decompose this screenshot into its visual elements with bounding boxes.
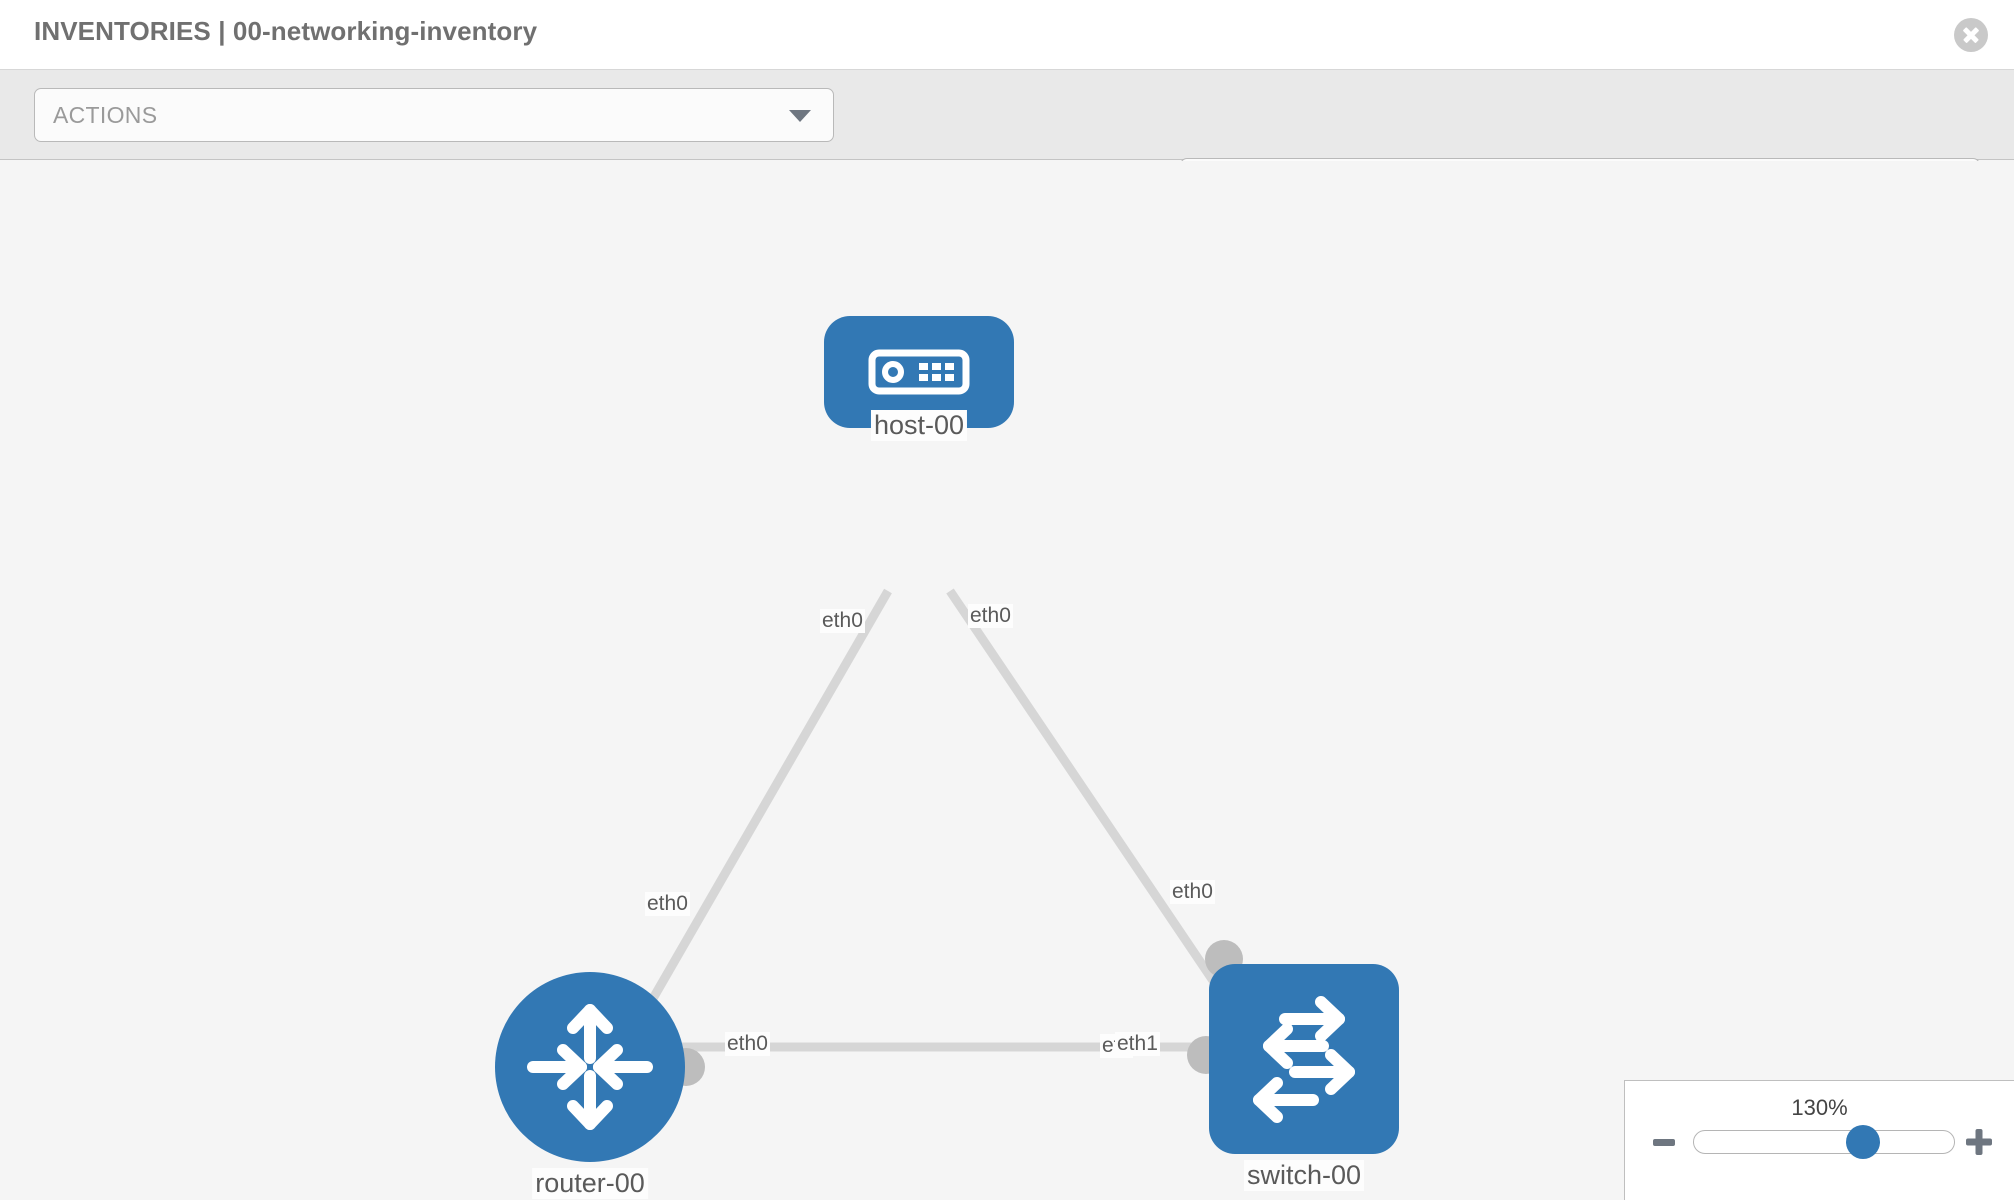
- node-host-label: host-00: [870, 410, 968, 441]
- topology-canvas[interactable]: host-00 route: [0, 161, 2014, 1200]
- node-host-00[interactable]: host-00: [824, 316, 1014, 441]
- link-host-router: [636, 588, 892, 1024]
- server-icon: [868, 349, 970, 395]
- node-switch-label: switch-00: [1243, 1160, 1365, 1191]
- page-title: INVENTORIES | 00-networking-inventory: [34, 16, 538, 46]
- zoom-in-button[interactable]: [1966, 1129, 1992, 1155]
- link-label-router-right: eth0: [725, 1032, 770, 1056]
- node-router-label: router-00: [532, 1168, 648, 1199]
- actions-dropdown-label: ACTIONS: [53, 102, 158, 128]
- toolbar: ACTIONS SEARCH: [0, 70, 2014, 212]
- actions-dropdown[interactable]: ACTIONS: [34, 88, 834, 142]
- link-label-switch-up: eth0: [1170, 880, 1215, 904]
- link-label-switch-left-b: eth1: [1115, 1032, 1160, 1056]
- node-switch-shape[interactable]: [1209, 964, 1399, 1154]
- zoom-control-panel: 130%: [1624, 1080, 2014, 1200]
- link-label-host-right: eth0: [968, 604, 1013, 628]
- router-arrows-icon: [527, 1004, 653, 1130]
- close-icon[interactable]: [1954, 18, 1988, 52]
- node-router-shape[interactable]: [495, 972, 685, 1162]
- page-header: INVENTORIES | 00-networking-inventory: [0, 0, 2014, 70]
- chevron-down-icon: [789, 110, 811, 122]
- node-host-shape[interactable]: [824, 316, 1014, 428]
- node-router-00[interactable]: router-00: [495, 972, 705, 1199]
- link-label-router-up: eth0: [645, 892, 690, 916]
- zoom-out-button[interactable]: [1653, 1139, 1675, 1146]
- link-host-switch: [946, 588, 1224, 994]
- switch-arrows-icon: [1253, 996, 1355, 1123]
- zoom-level-value: 130%: [1791, 1095, 1848, 1120]
- link-label-host-left: eth0: [820, 609, 865, 633]
- zoom-slider-track[interactable]: [1693, 1125, 1955, 1159]
- node-switch-00[interactable]: switch-00: [1187, 940, 1399, 1191]
- zoom-slider-thumb[interactable]: [1846, 1125, 1880, 1159]
